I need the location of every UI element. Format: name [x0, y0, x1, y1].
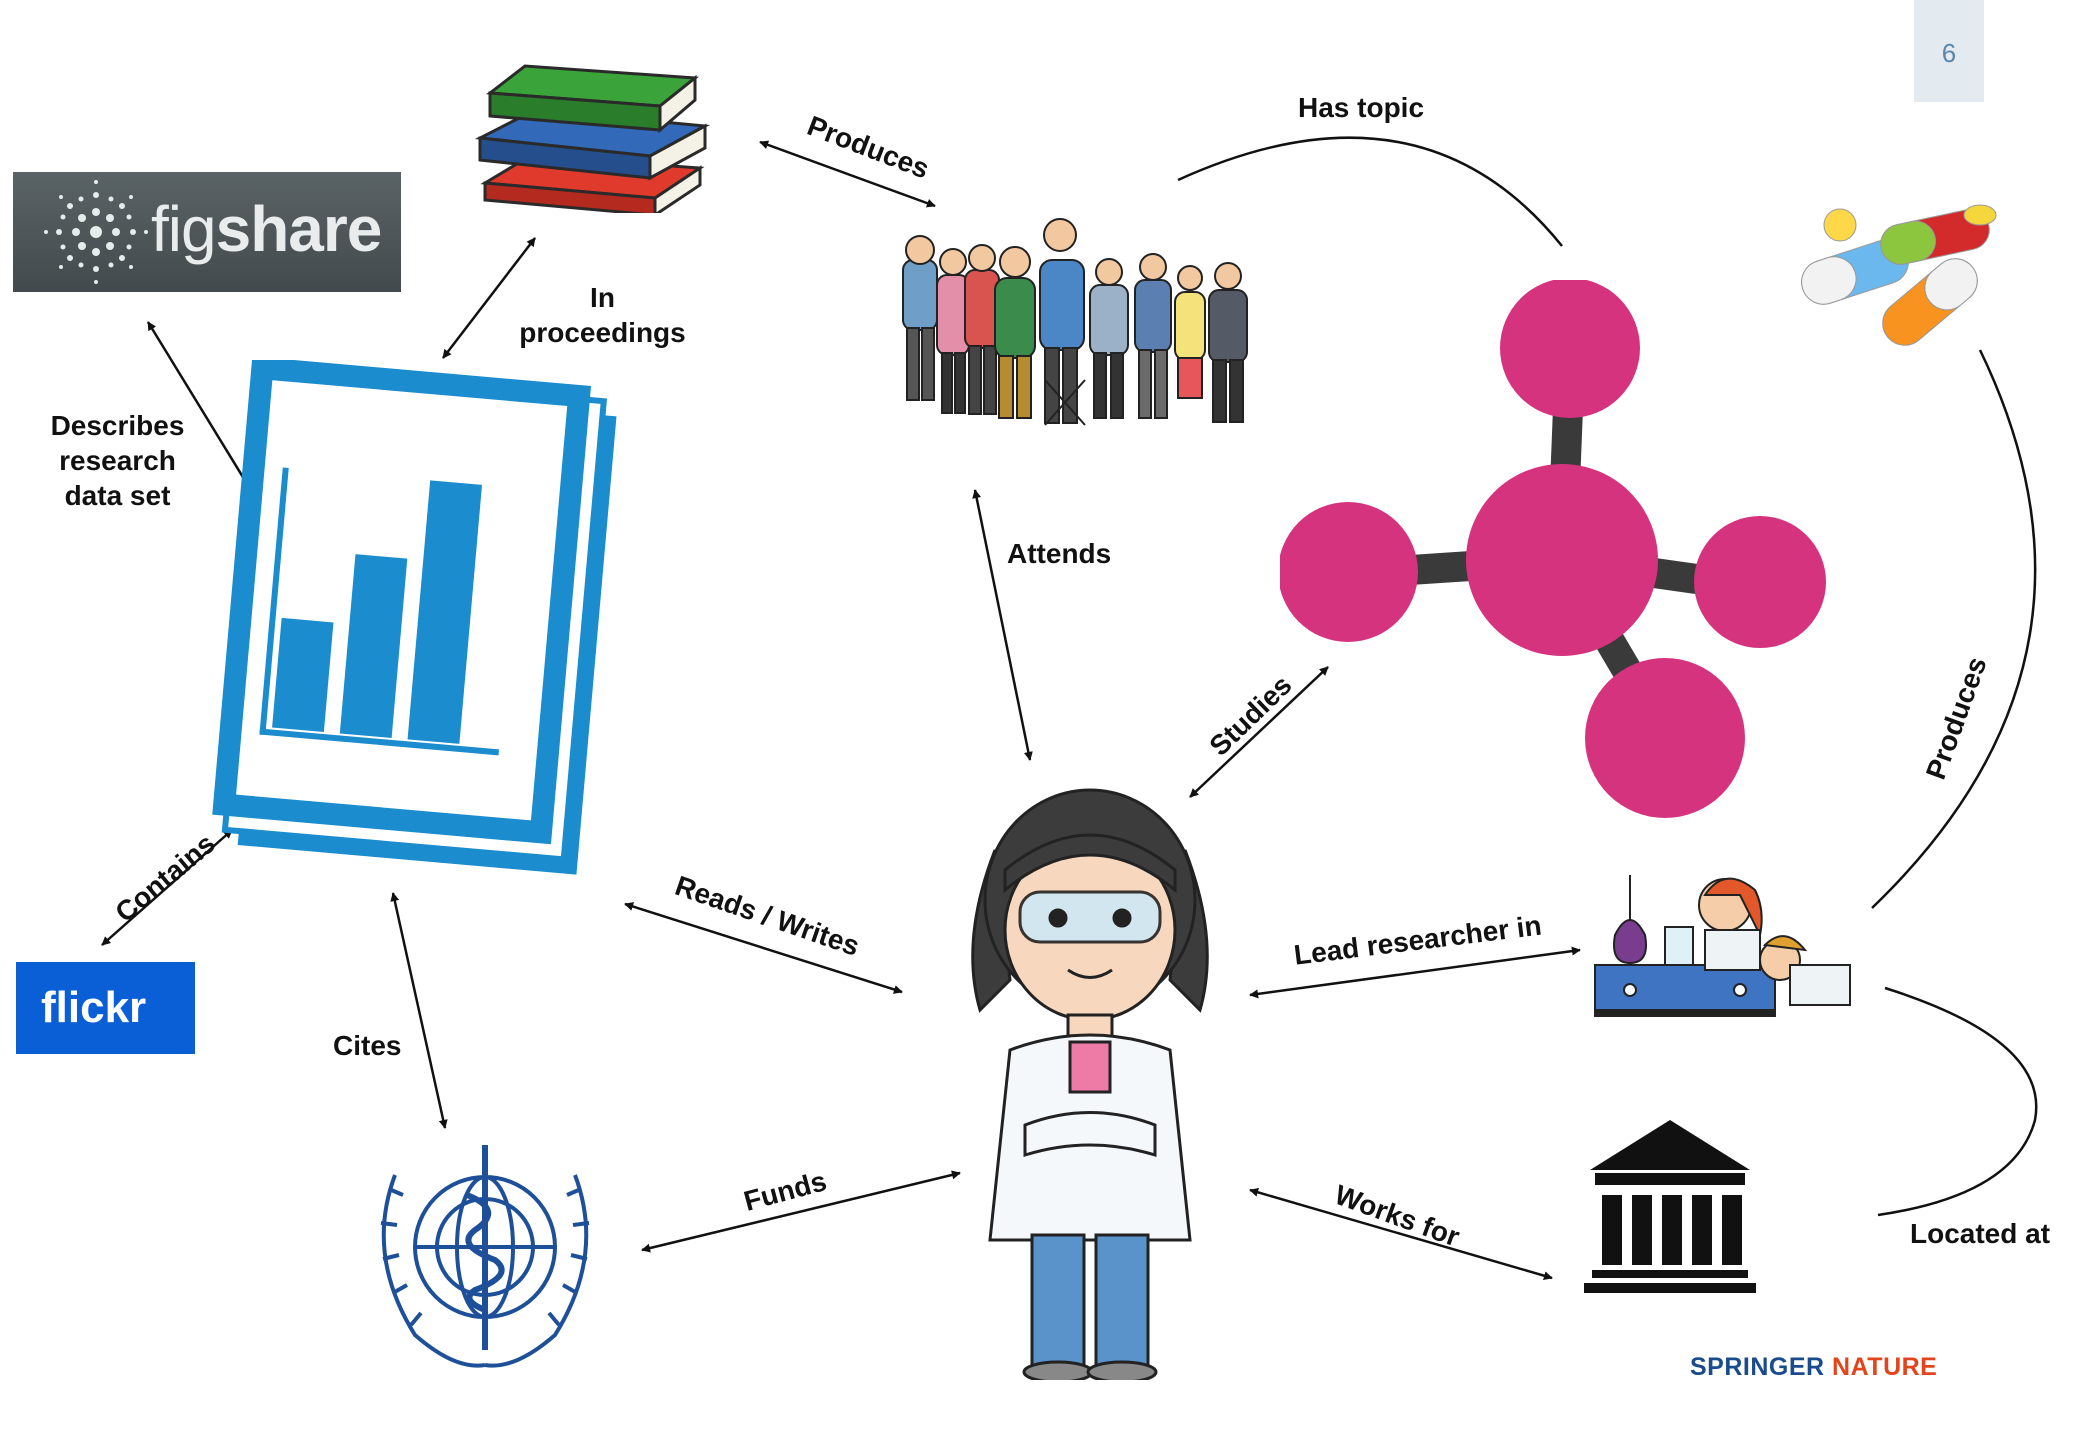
springer-nature-logo: SPRINGER NATURE [1690, 1353, 1938, 1381]
institution-building-icon [1584, 1120, 1756, 1293]
molecule-icon [1280, 280, 1826, 818]
arrow-produces-top [759, 140, 936, 208]
books-icon [474, 64, 711, 213]
label-describes: Describes research data set [30, 408, 205, 513]
arrow-reads-writes [624, 902, 903, 994]
arrow-funds [641, 1170, 961, 1253]
label-has-topic: Has topic [1298, 92, 1425, 123]
dataset-document-icon [212, 360, 617, 875]
label-cites: Cites [333, 1030, 402, 1061]
arrow-in-proceedings [442, 237, 536, 359]
arrow-lead-researcher [1249, 946, 1581, 999]
page-number: 6 [1941, 38, 1957, 68]
curve-produces-right [1871, 349, 2037, 909]
label-located-at: Located at [1910, 1218, 2051, 1249]
curve-has-topic [1177, 136, 1563, 247]
conference-people-icon [902, 218, 1248, 426]
scientist-woman-icon [971, 788, 1209, 1380]
arrow-works-for [1249, 1187, 1553, 1281]
arrow-cites [390, 892, 448, 1129]
label-in-proceedings-line-2: proceedings [519, 317, 686, 348]
who-emblem-icon [380, 1145, 590, 1368]
label-describes-line-3: data set [64, 480, 171, 511]
label-in-proceedings: In proceedings [510, 280, 695, 350]
arrow-describes [146, 321, 262, 506]
figshare-burst-icon [44, 180, 148, 284]
figshare-logo: figshare [13, 172, 401, 292]
flickr-wordmark: flickr [41, 983, 147, 1032]
flickr-logo: flickr [16, 962, 195, 1054]
label-describes-line-2: research [59, 445, 176, 476]
arrow-studies [1189, 666, 1329, 798]
figshare-wordmark: figshare [151, 193, 382, 265]
page-number-tab: 6 [1914, 0, 1984, 102]
arrow-attends [972, 489, 1033, 761]
label-describes-line-1: Describes [50, 410, 185, 441]
label-attends: Attends [1007, 538, 1112, 569]
arrow-contains [101, 829, 233, 946]
laboratory-icon [1594, 875, 1851, 1017]
pills-icon [1801, 204, 1997, 346]
curve-located-at [1877, 986, 2038, 1217]
label-in-proceedings-line-1: In [590, 282, 615, 313]
